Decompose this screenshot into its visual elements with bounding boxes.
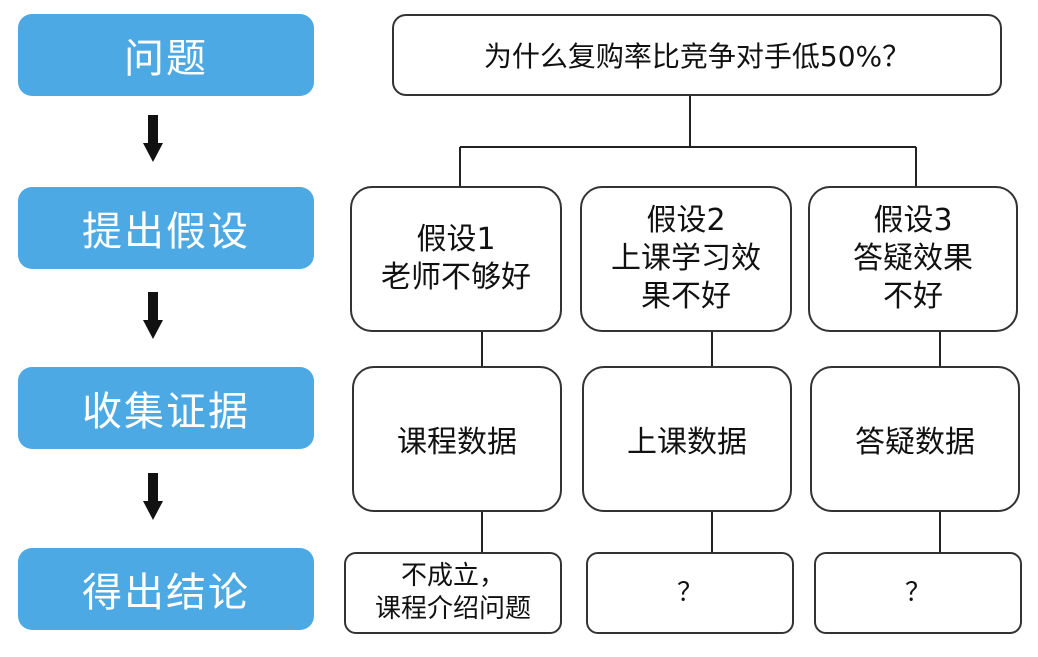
hypothesis-box-2: 假设2 上课学习效 果不好 (580, 186, 792, 332)
stage-conclusion: 得出结论 (18, 548, 314, 630)
evidence-box-1: 课程数据 (352, 366, 562, 512)
question-box: 为什么复购率比竞争对手低50%？ (392, 14, 1002, 96)
stage-evidence: 收集证据 (18, 367, 314, 449)
stage-hypothesis: 提出假设 (18, 187, 314, 269)
stage-question: 问题 (18, 14, 314, 96)
conclusion-box-1: 不成立， 课程介绍问题 (344, 552, 562, 634)
stage-label: 收集证据 (82, 389, 250, 435)
hypothesis-text: 假设2 上课学习效 果不好 (611, 203, 761, 314)
stage-label: 得出结论 (82, 570, 250, 616)
hypothesis-text: 假设1 老师不够好 (381, 222, 531, 295)
evidence-text: 课程数据 (397, 425, 517, 460)
hypothesis-box-1: 假设1 老师不够好 (350, 186, 562, 332)
arrow-down-icon (143, 292, 163, 339)
evidence-text: 答疑数据 (855, 425, 975, 460)
arrow-down-icon (143, 115, 163, 162)
hypothesis-text: 假设3 答疑效果 不好 (853, 203, 973, 314)
question-text: 为什么复购率比竞争对手低50%？ (483, 40, 911, 73)
stage-label: 提出假设 (82, 209, 250, 255)
arrow-down-icon (143, 473, 163, 520)
evidence-text: 上课数据 (627, 425, 747, 460)
conclusion-box-2: ？ (586, 552, 794, 634)
conclusion-text: 不成立， 课程介绍问题 (374, 561, 531, 624)
conclusion-box-3: ？ (814, 552, 1022, 634)
hypothesis-box-3: 假设3 答疑效果 不好 (808, 186, 1018, 332)
evidence-box-3: 答疑数据 (810, 366, 1020, 512)
conclusion-text: ？ (676, 577, 703, 608)
stage-label: 问题 (124, 36, 208, 82)
conclusion-text: ？ (904, 577, 931, 608)
evidence-box-2: 上课数据 (582, 366, 792, 512)
